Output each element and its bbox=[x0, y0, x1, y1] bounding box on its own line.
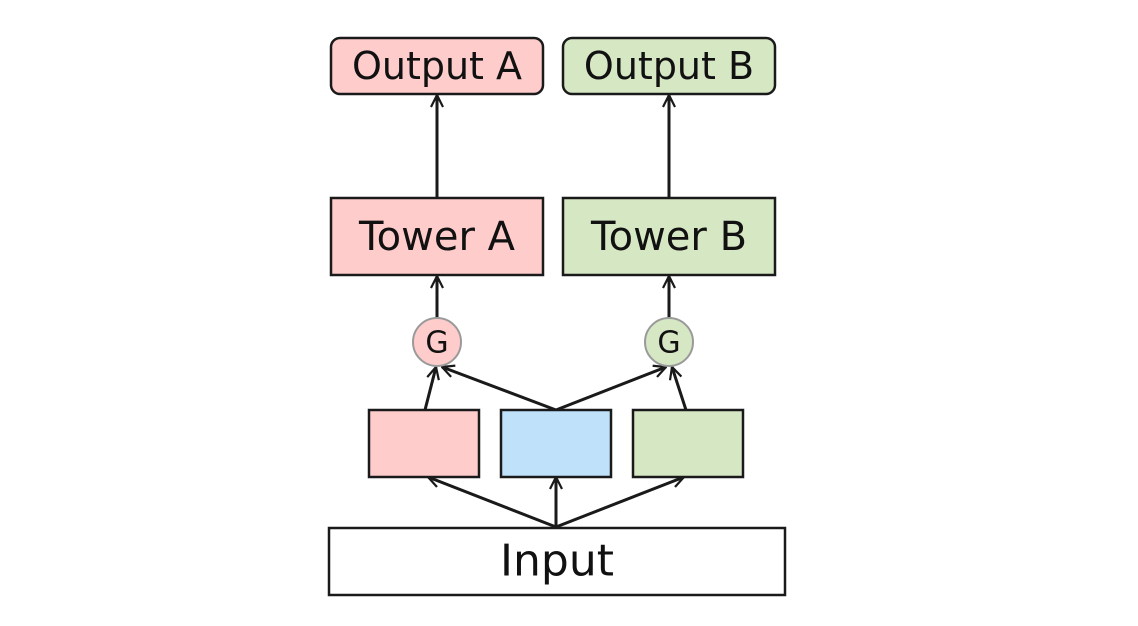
edge-expert-2-to-gate-b bbox=[555, 367, 666, 412]
output-a-label: Output A bbox=[352, 44, 522, 88]
gate-a-label: G bbox=[425, 326, 448, 361]
expert-1-box bbox=[367, 408, 481, 479]
edges bbox=[423, 95, 688, 529]
expert-3-box bbox=[631, 408, 745, 479]
tower-a-node: Tower A bbox=[329, 196, 545, 277]
gate-a-node: G bbox=[412, 317, 462, 367]
edge-expert-2-to-gate-a bbox=[442, 367, 557, 412]
edge-expert-3-to-gate-b bbox=[672, 367, 688, 411]
output-b-node: Output B bbox=[561, 36, 777, 96]
expert-2-box bbox=[499, 408, 613, 479]
input-node: Input bbox=[327, 526, 787, 597]
edge-input-to-expert-3 bbox=[555, 477, 684, 529]
edge-expert-1-to-gate-a bbox=[423, 367, 436, 411]
edge-input-to-expert-1 bbox=[428, 477, 557, 529]
output-a-node: Output A bbox=[329, 36, 545, 96]
tower-a-label: Tower A bbox=[358, 214, 516, 260]
input-label: Input bbox=[500, 536, 614, 587]
experts bbox=[367, 408, 745, 479]
gate-b-node: G bbox=[644, 317, 694, 367]
gate-b-label: G bbox=[657, 326, 680, 361]
tower-b-node: Tower B bbox=[561, 196, 777, 277]
output-b-label: Output B bbox=[584, 44, 754, 88]
tower-b-label: Tower B bbox=[590, 214, 747, 260]
